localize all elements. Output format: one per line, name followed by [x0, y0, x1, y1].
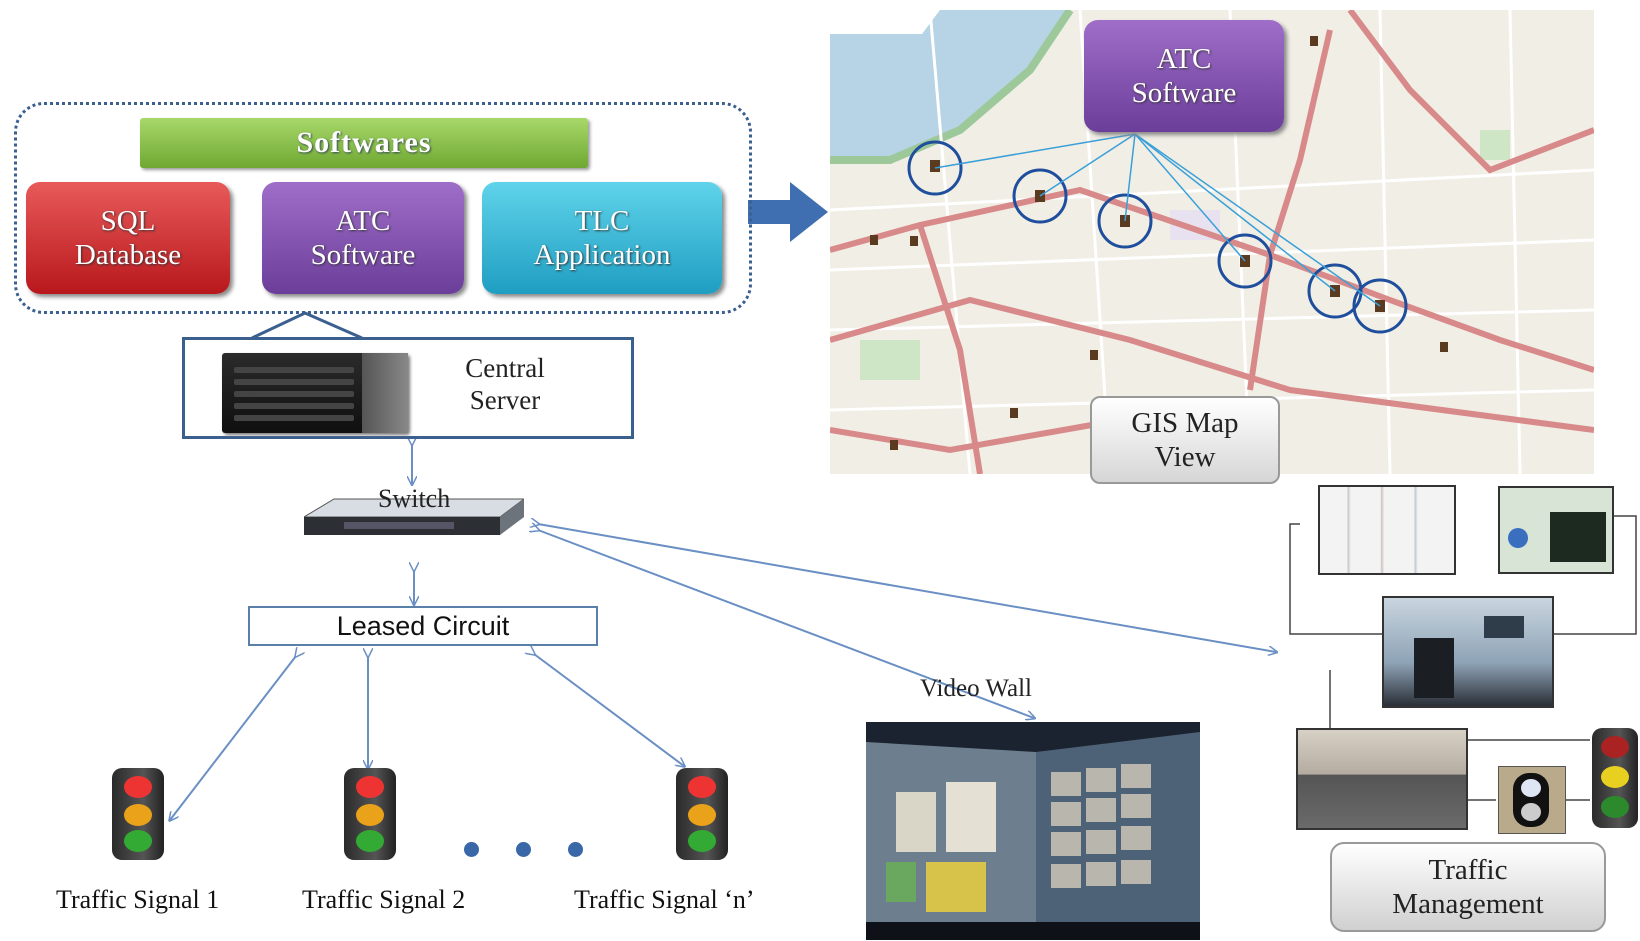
server-line-2: Server — [469, 385, 541, 415]
ellipsis-dot — [568, 842, 583, 857]
monitor-screen-photo-2 — [1498, 486, 1614, 574]
tm-tree-top — [1289, 523, 1382, 635]
switch-tm-link — [538, 524, 1276, 652]
ellipsis-dot — [516, 842, 531, 857]
atc-line-1: ATC — [335, 205, 391, 237]
sql-line-1: SQL — [100, 205, 156, 237]
control-room-photo — [1382, 596, 1554, 708]
traffic-signal-n-label: Traffic Signal ‘n’ — [574, 885, 755, 914]
softwares-title: Softwares — [140, 118, 588, 168]
sql-line-2: Database — [74, 239, 182, 271]
traffic-management-label: Traffic Management — [1330, 842, 1606, 932]
traffic-signal-2-label: Traffic Signal 2 — [302, 885, 466, 914]
video-wall-photo — [866, 722, 1200, 940]
right-arrow-icon — [748, 182, 828, 242]
server-icon — [222, 353, 408, 433]
sql-database-box: SQL Database — [26, 182, 230, 294]
signal-1-link — [170, 656, 296, 820]
tm-line-2: Management — [1392, 888, 1544, 920]
tlc-application-box: TLC Application — [482, 182, 722, 294]
tm-line-1: Traffic — [1428, 854, 1508, 886]
signal-n-link — [534, 654, 684, 766]
traffic-light-icon — [676, 768, 728, 860]
central-server-label: Central Server — [430, 352, 580, 416]
traffic-light-icon — [344, 768, 396, 860]
gis-line-1: GIS Map — [1131, 407, 1239, 439]
tlc-line-2: Application — [533, 239, 671, 271]
softwares-frame — [14, 102, 752, 314]
map-atc-line-2: Software — [1131, 77, 1237, 109]
video-wall-label: Video Wall — [920, 675, 1032, 702]
map-atc-line-1: ATC — [1156, 43, 1212, 75]
server-callout — [251, 311, 363, 340]
traffic-light-icon — [112, 768, 164, 860]
gis-line-2: View — [1154, 441, 1216, 473]
ellipsis-dot — [464, 842, 479, 857]
network-switch-icon — [304, 498, 524, 535]
gis-map-view-label: GIS Map View — [1090, 396, 1280, 484]
traffic-signal-1-label: Traffic Signal 1 — [56, 885, 220, 914]
atc-software-box: ATC Software — [262, 182, 464, 294]
tlc-line-1: TLC — [574, 205, 630, 237]
map-atc-software-box: ATC Software — [1084, 20, 1284, 132]
atc-line-2: Software — [310, 239, 416, 271]
switch-label: Switch — [378, 484, 451, 513]
camera-photo — [1296, 728, 1468, 830]
traffic-light-icon — [1592, 728, 1638, 828]
server-line-1: Central — [465, 353, 545, 383]
monitor-screen-photo-1 — [1318, 485, 1456, 575]
leased-circuit-box: Leased Circuit — [248, 606, 598, 646]
signal-head-photo — [1498, 766, 1566, 834]
